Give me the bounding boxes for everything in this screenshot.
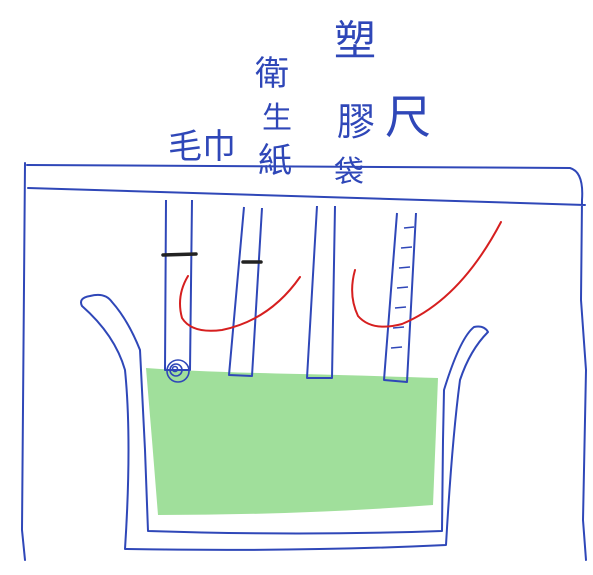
ruler-ticks [390, 226, 415, 349]
ruler [383, 212, 417, 383]
towel-strip [164, 199, 193, 371]
label-ruler: 尺 [385, 90, 431, 144]
label-towel: 毛巾 [168, 127, 236, 167]
water [146, 368, 438, 515]
towel-band [161, 252, 198, 257]
cup [80, 293, 489, 551]
label-plastic-1: 塑 [334, 16, 376, 65]
wick-line-right [351, 221, 502, 328]
spiral-icon [166, 359, 190, 383]
wick-line-left [179, 275, 301, 332]
label-tissue-1: 衛 [255, 54, 289, 94]
label-tissue-3: 紙 [258, 141, 292, 181]
label-tissue-2: 生 [262, 101, 292, 136]
plastic-bag-strip [306, 205, 336, 379]
tissue-strip [228, 206, 263, 377]
label-plastic-3: 袋 [334, 155, 364, 190]
top-bar [20, 162, 588, 561]
label-plastic-2: 膠 [337, 100, 375, 144]
